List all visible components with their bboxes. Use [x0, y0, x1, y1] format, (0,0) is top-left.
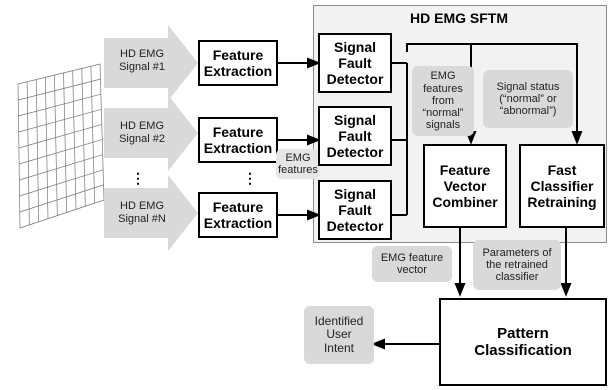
signal-fault-detector-label-n: Signal Fault Detector	[326, 185, 384, 235]
signal-fault-detector-label-2: Signal Fault Detector	[326, 111, 384, 161]
signal-label-n: HD EMG Signal #N	[118, 200, 166, 226]
feature-vector-combiner-label: Feature Vector Combiner	[432, 161, 498, 211]
feature-extraction-label-n: Feature Extraction	[203, 198, 273, 231]
signal-arrow-1	[104, 25, 198, 101]
signal-status-text: Signal status (“normal” or “abnormal”)	[496, 80, 560, 118]
signal-fault-detector-n: Signal Fault Detector	[318, 180, 392, 240]
ellipsis-signals: ⋮	[131, 170, 145, 186]
pattern-classification-box: Pattern Classification	[439, 298, 607, 386]
signal-fault-detector-label-1: Signal Fault Detector	[326, 38, 384, 88]
fast-classifier-retraining-label: Fast Classifier Retraining	[527, 161, 597, 211]
sftm-title: HD EMG SFTM	[410, 10, 508, 26]
normal-features-text: EMG features from “normal” signals	[422, 70, 464, 132]
identified-intent-note: Identified User Intent	[304, 306, 374, 364]
bus-to-retraining	[471, 43, 583, 145]
emg-features-label: EMG features	[278, 151, 318, 176]
pattern-classification-label: Pattern Classification	[474, 324, 572, 359]
emg-feature-vector-text: EMG feature vector	[380, 251, 444, 276]
retrained-params-note: Parameters of the retrained classifier	[473, 240, 561, 290]
feature-extraction-label-2: Feature Extraction	[203, 123, 273, 156]
fast-classifier-retraining-box: Fast Classifier Retraining	[519, 144, 605, 228]
feature-extraction-box-1: Feature Extraction	[198, 40, 278, 86]
signal-status-note: Signal status (“normal” or “abnormal”)	[483, 70, 573, 128]
normal-features-note: EMG features from “normal” signals	[412, 66, 474, 136]
feature-extraction-label-1: Feature Extraction	[203, 46, 273, 79]
electrode-grid-icon	[17, 63, 105, 229]
signal-fault-detector-1: Signal Fault Detector	[318, 33, 392, 93]
retrained-params-text: Parameters of the retrained classifier	[482, 246, 552, 284]
emg-features-note: EMG features	[276, 149, 320, 179]
signal-arrow-2	[104, 95, 198, 171]
ellipsis-features: ⋮	[243, 170, 257, 186]
signal-fault-detector-2: Signal Fault Detector	[318, 106, 392, 166]
signal-arrow-n	[104, 175, 198, 251]
signal-label-2: HD EMG Signal #2	[119, 120, 165, 146]
signal-label-1: HD EMG Signal #1	[119, 48, 165, 74]
feature-extraction-box-n: Feature Extraction	[198, 192, 278, 238]
identified-intent-text: Identified User Intent	[314, 313, 364, 355]
feature-vector-combiner-box: Feature Vector Combiner	[423, 144, 507, 228]
emg-feature-vector-note: EMG feature vector	[372, 246, 452, 282]
feature-extraction-box-2: Feature Extraction	[198, 117, 278, 163]
